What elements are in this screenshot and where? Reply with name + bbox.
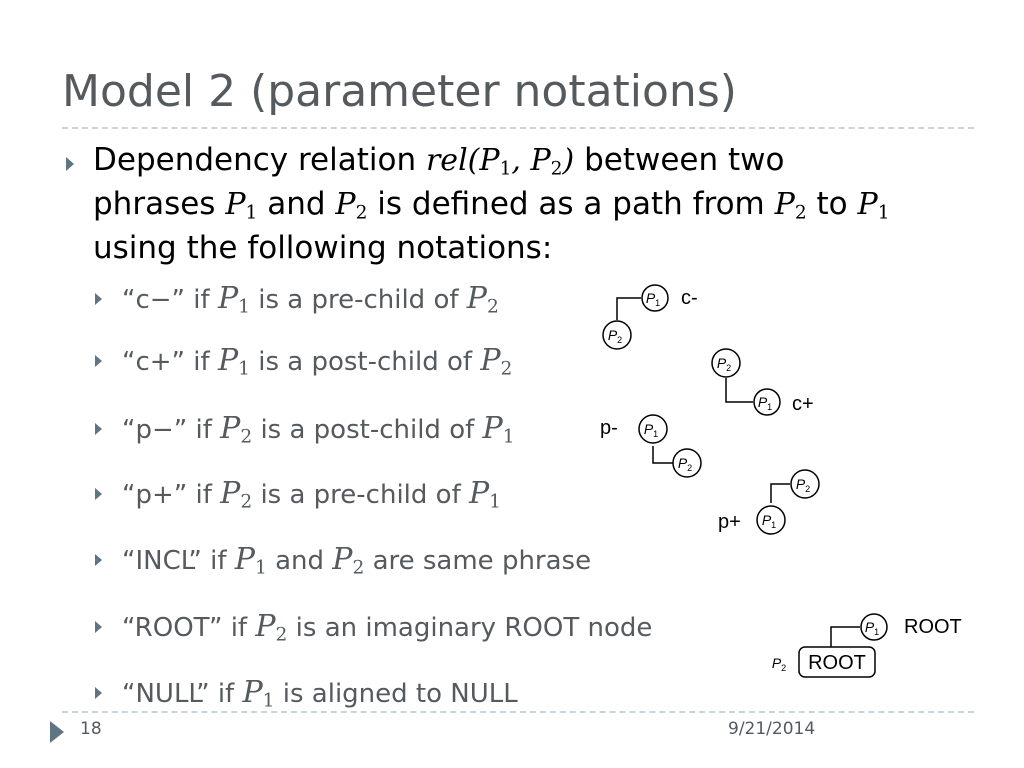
main-text: to [816, 186, 848, 222]
node-label: P2 [608, 327, 622, 345]
math-p1: P1 [217, 281, 250, 318]
root-box-text: ROOT [808, 652, 866, 674]
list-item-root: “ROOT” if P2 is an imaginary ROOT node [122, 609, 653, 646]
list-item-p-minus: “p−” if P2 is a post-child of P1 [122, 411, 515, 448]
bullet-arrow-icon [95, 293, 102, 305]
footer-triangle-icon [50, 721, 64, 743]
bullet-arrow-icon [95, 621, 102, 633]
bullet-arrow-icon [95, 554, 102, 566]
main-text: between two [584, 142, 785, 178]
main-bullet-line2: phrases P1 and P2 is defined as a path f… [93, 186, 890, 224]
node-label: P1 [646, 290, 660, 308]
main-text: phrases [93, 186, 216, 222]
main-text: is defined as a path from [377, 186, 765, 222]
node-label: P1 [644, 421, 658, 439]
math-p1: P1 [217, 343, 250, 380]
node-label: P2 [796, 476, 810, 494]
bullet-arrow-icon [95, 355, 102, 367]
bullet-arrow-icon [95, 423, 102, 435]
bullet-arrow-icon [95, 687, 102, 699]
slide-title: Model 2 (parameter notations) [62, 66, 737, 117]
main-bullet-line3: using the following notations: [93, 230, 553, 266]
list-item-c-plus: “c+” if P1 is a post-child of P2 [122, 343, 513, 380]
node-circle [638, 414, 668, 444]
node-circle [641, 284, 669, 312]
title-divider [62, 127, 974, 129]
node-label: P2 [678, 455, 692, 473]
node-label: P1 [758, 394, 772, 412]
bullet-arrow-icon [66, 157, 74, 171]
list-item-incl: “INCL” if P1 and P2 are same phrase [122, 542, 592, 579]
slide-date: 9/21/2014 [728, 719, 816, 739]
math-p1: P1 [468, 476, 502, 513]
list-item-null: “NULL” if P1 is aligned to NULL [122, 675, 518, 712]
node-circle [860, 613, 888, 641]
label-c-plus: c+ [792, 393, 814, 415]
node-circle [753, 388, 781, 416]
math-p1: P1 [225, 187, 258, 224]
math-p1: P1 [482, 411, 515, 448]
list-item-c-minus: “c−” if P1 is a pre-child of P2 [122, 281, 499, 318]
math-p2: P2 [220, 411, 253, 448]
math-p2: P2 [220, 476, 253, 513]
node-circle [602, 320, 632, 350]
node-circle [756, 505, 786, 535]
math-p2: P2 [255, 609, 288, 646]
label-root: ROOT [904, 616, 962, 638]
list-item-p-plus: “p+” if P2 is a pre-child of P1 [122, 476, 502, 513]
math-p1: P1 [857, 187, 890, 224]
node-label: P1 [762, 512, 776, 530]
label-c-minus: c- [681, 287, 698, 309]
math-p2: P2 [466, 281, 499, 318]
math-p1: P1 [234, 542, 267, 579]
math-p2: P2 [335, 187, 368, 224]
math-p2: P2 [332, 542, 365, 579]
math-p1: P1 [242, 675, 275, 712]
node-circle [790, 469, 820, 499]
node-label: P1 [865, 619, 879, 637]
rel-expression: rel(P1, P2) [425, 143, 575, 180]
math-p2: P2 [774, 187, 807, 224]
node-label: P2 [717, 355, 731, 373]
node-label: P2 [772, 655, 786, 673]
main-text: Dependency relation [93, 142, 417, 178]
math-p2: P2 [480, 343, 513, 380]
page-number: 18 [80, 719, 102, 739]
main-bullet-line1: Dependency relation rel(P1, P2) between … [93, 142, 784, 180]
main-text: and [267, 186, 326, 222]
label-p-plus: p+ [718, 511, 741, 533]
bullet-arrow-icon [95, 488, 102, 500]
label-p-minus: p- [600, 417, 618, 439]
node-circle [711, 348, 741, 378]
node-circle [672, 448, 702, 478]
footer-divider [62, 711, 974, 713]
root-box [798, 646, 876, 678]
